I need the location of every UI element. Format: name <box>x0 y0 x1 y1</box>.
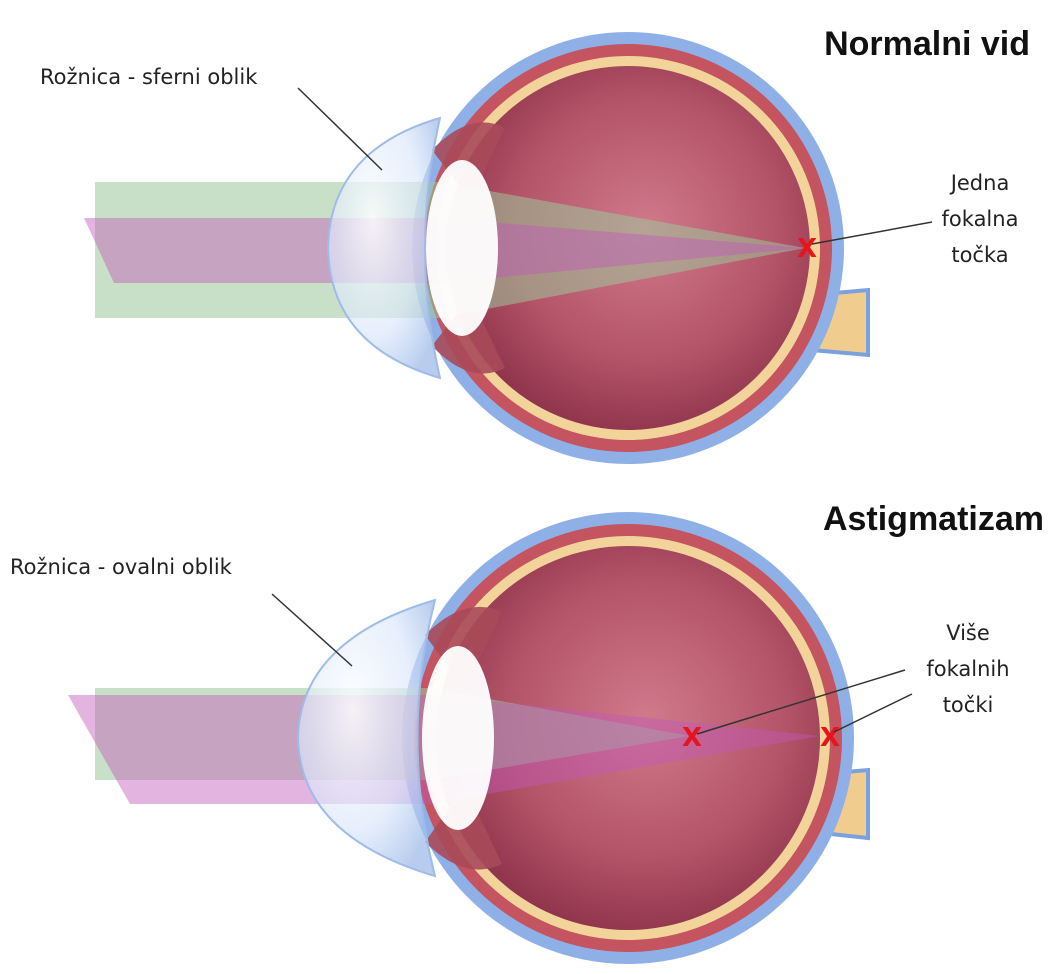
lens-top <box>426 160 498 336</box>
lens-bottom <box>422 646 494 830</box>
title-normal: Normalni vid <box>824 25 1030 63</box>
focal-mark-bottom-1: X <box>682 723 702 753</box>
focal-label-bottom-3: točki <box>943 693 994 717</box>
focal-label-top-3: točka <box>951 243 1008 267</box>
focal-label-top-1: Jedna <box>949 171 1010 195</box>
title-astigmatism: Astigmatizam <box>823 500 1044 538</box>
focal-label-bottom-2: fokalnih <box>926 657 1009 681</box>
focal-label-bottom-1: Više <box>946 621 990 645</box>
normal-vision-panel: X Normalni vid Rožnica - sferni oblik Je… <box>40 25 1030 464</box>
cornea-bottom <box>298 600 435 876</box>
cornea-label-bottom: Rožnica - ovalni oblik <box>10 555 233 579</box>
astigmatism-panel: X X Astigmatizam Rožnica - ovalni oblik … <box>10 500 1044 964</box>
cornea-label-top: Rožnica - sferni oblik <box>40 65 258 89</box>
cornea-top <box>328 118 440 378</box>
focal-mark-bottom-2: X <box>820 723 840 753</box>
cornea-leader-bottom <box>272 594 352 666</box>
focal-mark-top: X <box>797 234 817 264</box>
cornea-leader-top <box>298 88 382 170</box>
focal-label-top-2: fokalna <box>942 207 1019 231</box>
